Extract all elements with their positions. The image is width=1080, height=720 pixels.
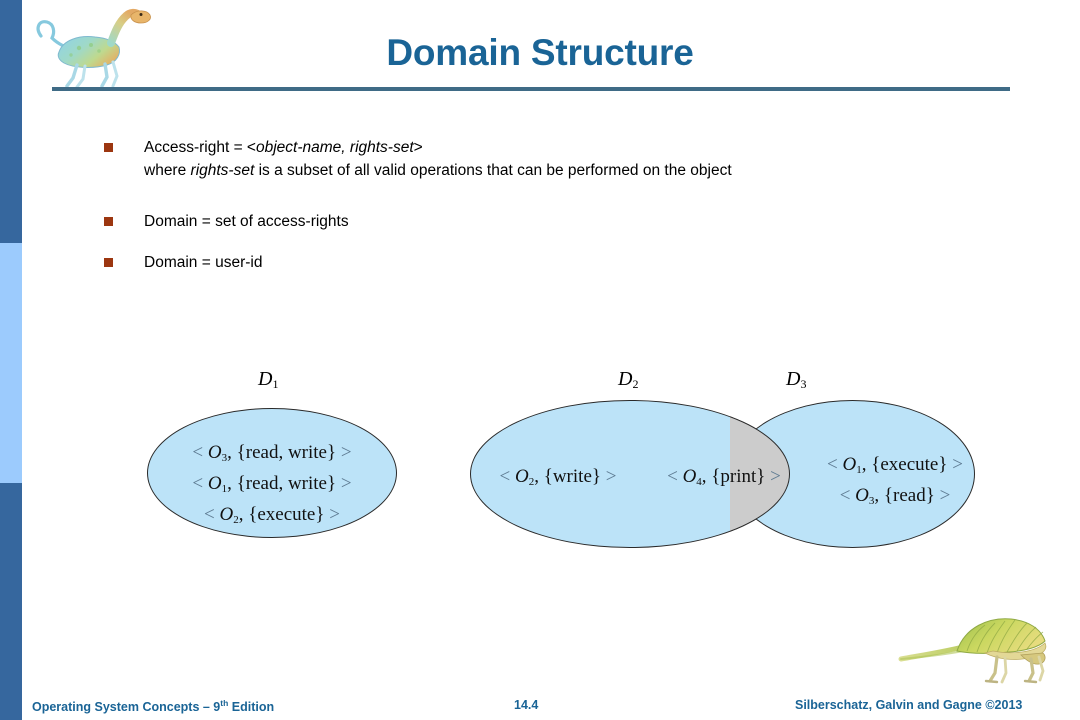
bullet-item-domain-user-id: Domain = user-id [104, 251, 984, 274]
access-right-line2-pre: where [144, 162, 191, 179]
access-right-entry: < O2, {execute} > [204, 504, 340, 526]
access-right-entry: < O1, {read, write} > [192, 473, 352, 495]
access-right-line1-post: > [413, 139, 423, 156]
left-edge-strip [0, 0, 22, 720]
bullet-text-domain-user-id: Domain = user-id [144, 254, 263, 271]
access-right-entry: < O3, {read, write} > [192, 442, 352, 464]
domain-venn-diagram: D1 D2 D3 < O3, {read, write} > < O1, {re… [140, 368, 1000, 548]
bullet-item-domain-access-rights: Domain = set of access-rights [104, 210, 984, 233]
footer-edition-text: Operating System Concepts – 9th Edition [32, 698, 275, 715]
entries-intersection: < O4, {print} > [640, 464, 808, 495]
bullet-square-icon [104, 217, 113, 226]
domain-label-d2: D2 [618, 368, 639, 391]
bullet-item-access-right: Access-right = <object-name, rights-set>… [104, 136, 984, 182]
ellipse-domain-1 [147, 408, 397, 538]
access-right-line2-post: is a subset of all valid operations that… [254, 162, 732, 179]
title-divider [52, 87, 1010, 91]
dinosaur-icon [33, 2, 153, 90]
access-right-line1-pre: Access-right = < [144, 139, 256, 156]
access-right-entry: < O1, {execute} > [827, 454, 963, 476]
domain-label-d3: D3 [786, 368, 807, 391]
footer-copyright: Silberschatz, Galvin and Gagne ©2013 [795, 698, 1023, 712]
edge-strip-segment-bottom [0, 483, 22, 720]
edge-strip-segment-middle [0, 243, 22, 483]
access-right-line1-italic: object-name, rights-set [256, 139, 414, 156]
domain-label-d1: D1 [258, 368, 279, 391]
edge-strip-segment-top [0, 0, 22, 243]
entries-domain-1: < O3, {read, write} > < O1, {read, write… [158, 440, 386, 533]
slide-footer: Operating System Concepts – 9th Edition … [0, 698, 1080, 720]
access-right-entry: < O3, {read} > [839, 485, 951, 507]
entries-domain-3: < O1, {execute} > < O3, {read} > [800, 452, 990, 514]
access-right-entry: < O2, {write} > [499, 466, 617, 488]
bullet-text-access-right: Access-right = <object-name, rights-set>… [144, 136, 984, 182]
bullet-text-domain-access-rights: Domain = set of access-rights [144, 213, 349, 230]
bullet-list: Access-right = <object-name, rights-set>… [104, 136, 984, 296]
bullet-square-icon [104, 143, 113, 152]
access-right-entry: < O4, {print} > [667, 466, 781, 488]
bullet-square-icon [104, 258, 113, 267]
entries-domain-2: < O2, {write} > [478, 464, 638, 495]
footer-slide-number: 14.4 [514, 698, 539, 712]
page-title: Domain Structure [386, 32, 694, 73]
access-right-line2-italic: rights-set [190, 162, 255, 179]
intersection-lens-right-half [730, 400, 790, 548]
dimetrodon-icon [893, 607, 1073, 687]
